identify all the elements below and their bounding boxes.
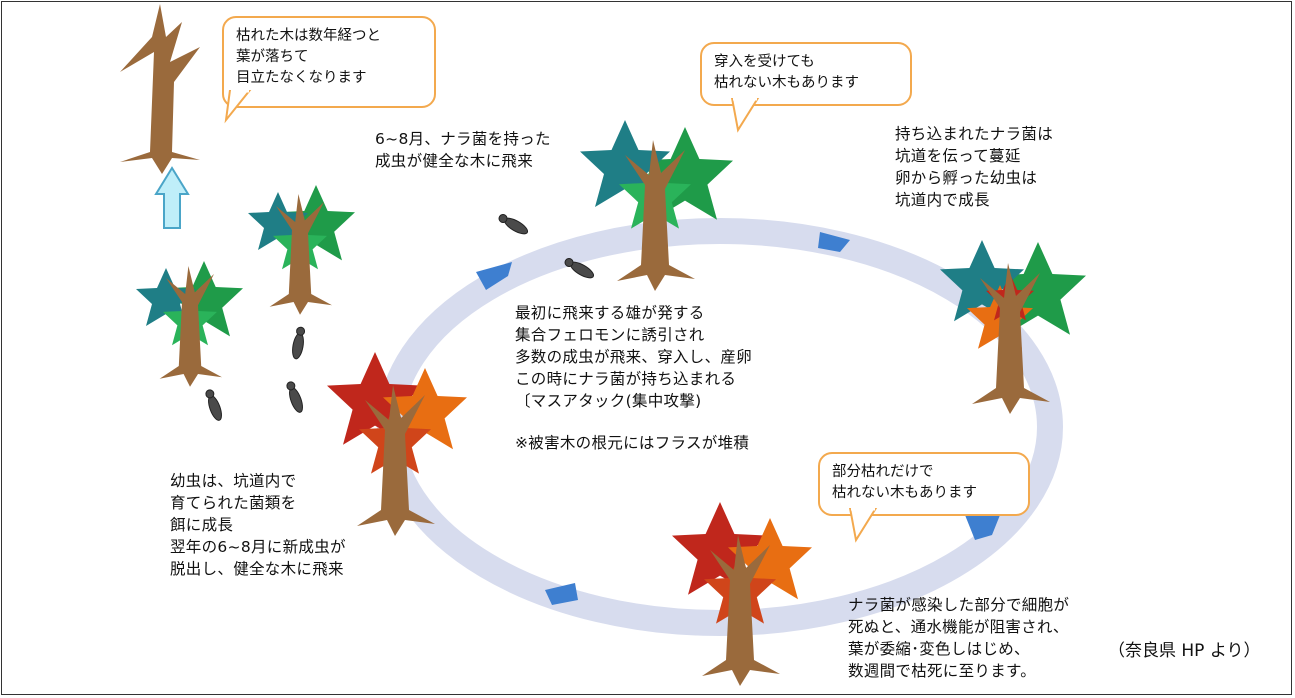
cycle-arrow-right [965, 515, 1000, 540]
text-mass-attack: 最初に飛来する雄が発する 集合フェロモンに誘引され 多数の成虫が飛来、穿入し、産… [515, 304, 753, 410]
beetle-icon [205, 389, 222, 421]
bubble-partial: 部分枯れだけで 枯れない木もあります [818, 452, 1030, 516]
source-credit: （奈良県 HP より） [1108, 641, 1261, 661]
beetle-icons [205, 214, 595, 421]
text-larva: 幼虫は、坑道内で 育てられた菌類を 餌に成長 翌年の6~8月に新成虫が 脱出し、… [170, 472, 346, 578]
beetle-icon [292, 326, 306, 360]
bubble-not-dying-tail [730, 98, 760, 133]
cycle-arrow-top [818, 232, 850, 252]
beetle-icon [286, 381, 303, 413]
bubble-partial-tail [848, 508, 878, 543]
spreading-tree-icon [940, 240, 1086, 414]
cycle-arrow-bottom [545, 583, 578, 605]
bubble-not-dying: 穿入を受けても 枯れない木もあります [700, 42, 912, 106]
healthy-tree-icon [248, 185, 355, 315]
cycle-arrow-left [476, 262, 512, 290]
text-death: ナラ菌が感染した部分で細胞が 死ぬと、通水機能が阻害され、 葉が委縮･変色しはじ… [848, 596, 1070, 680]
attacked-healthy-tree-icon [580, 120, 733, 291]
bubble-dead-tree: 枯れた木は数年経つと 葉が落ちて 目立たなくなります [222, 16, 436, 108]
beetle-icon [498, 214, 529, 235]
dead-tree-icon [120, 4, 200, 174]
up-arrow-icon [154, 166, 190, 229]
dying-tree-icon [672, 502, 812, 686]
healthy-tree-icon [136, 261, 243, 387]
text-adult-flight: 6~8月、ナラ菌を持った 成虫が健全な木に飛来 [375, 130, 551, 170]
text-frass-note: ※被害木の根元にはフラスが堆積 [515, 434, 750, 452]
cycle-arrows [476, 232, 1000, 605]
beetle-icon [564, 258, 595, 279]
bubble-dead-tree-tail [224, 90, 252, 124]
text-fungus-spread: 持ち込まれたナラ菌は 坑道を伝って蔓延 卵から孵った幼虫は 坑道内で成長 [895, 125, 1054, 209]
